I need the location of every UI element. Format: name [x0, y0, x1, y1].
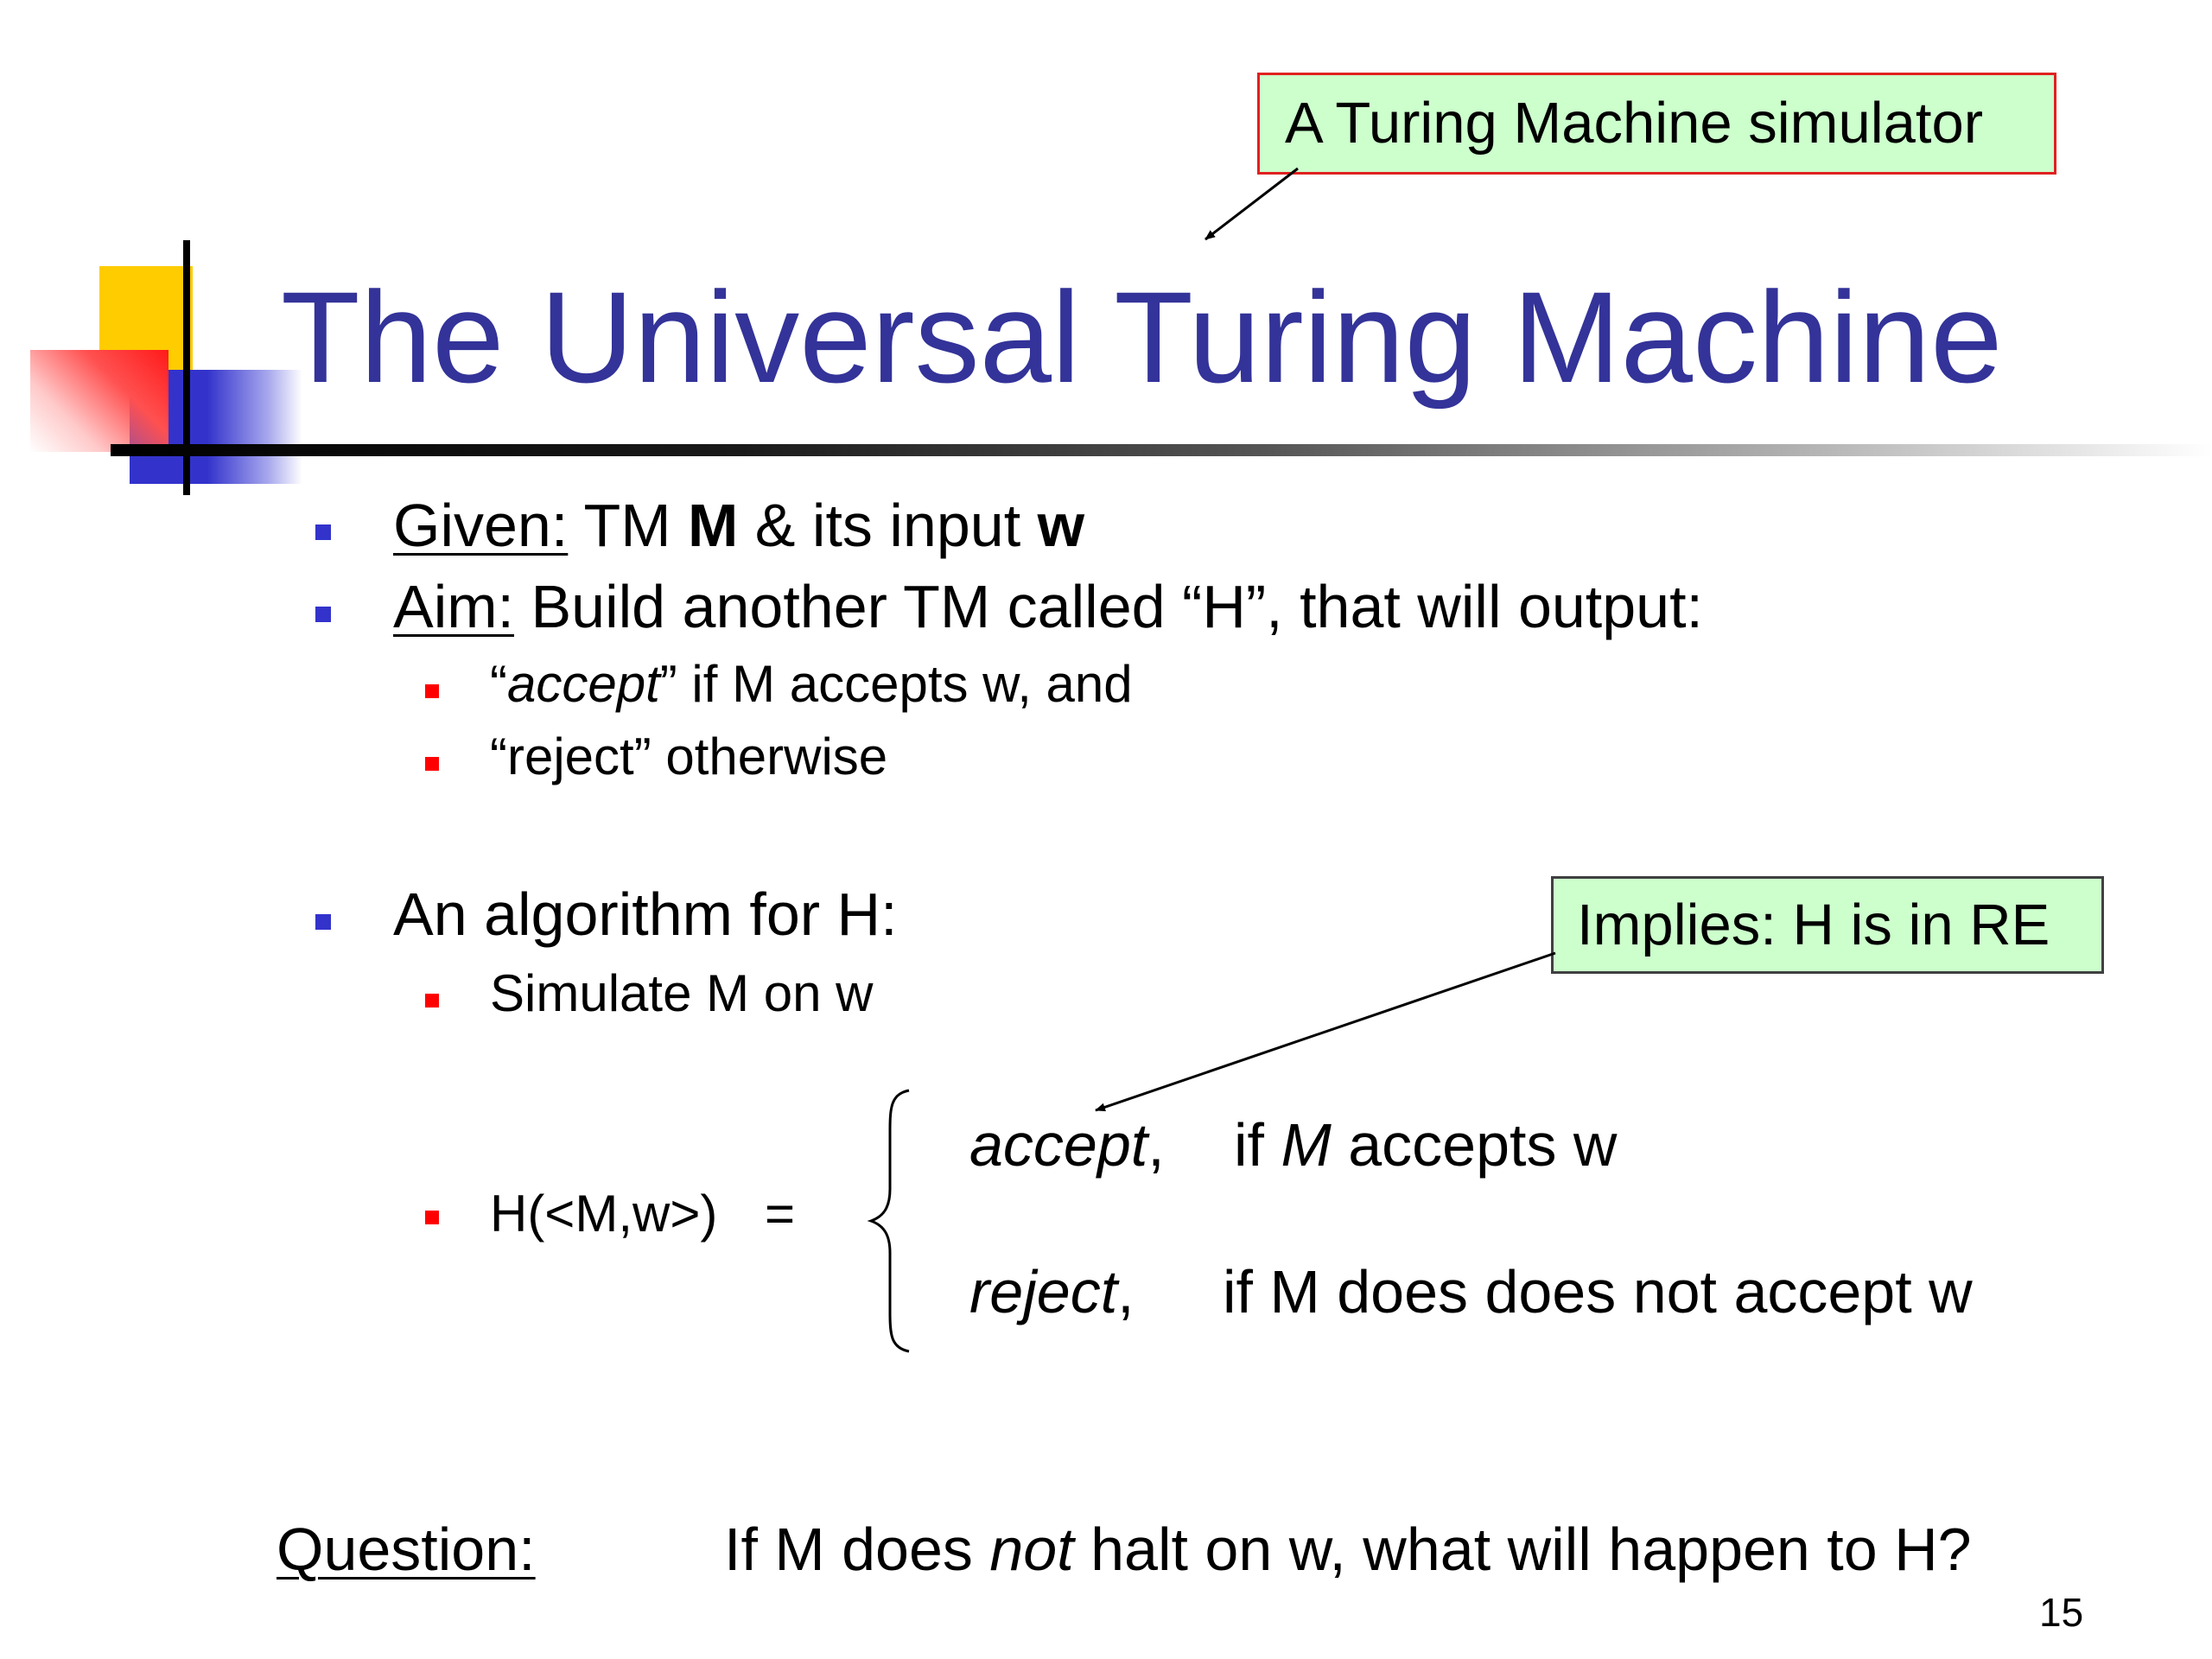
accept-open-quote: “	[490, 655, 507, 713]
callout-simulator: A Turing Machine simulator	[1257, 73, 2056, 175]
bullet-reject-case: “reject” otherwise	[490, 728, 888, 785]
bullet-simulate-marker	[425, 994, 439, 1007]
callout-implies-re: Implies: H is in RE	[1551, 876, 2104, 974]
bullet-reject-marker	[425, 757, 439, 771]
accept-rest: ” if M accepts w, and	[659, 655, 1133, 713]
case-reject: reject,	[969, 1253, 1135, 1331]
question-not: not	[989, 1516, 1074, 1583]
curly-brace	[867, 1089, 910, 1353]
definition-equals: =	[765, 1185, 796, 1243]
case-accept-cond-m: M	[1281, 1111, 1332, 1179]
page-number: 15	[2039, 1590, 2084, 1635]
question-text: If M does not halt on w, what will happe…	[724, 1510, 1972, 1588]
title-deco-red-square	[30, 350, 168, 452]
accept-word: accept	[506, 655, 660, 713]
definition-lhs: H(<M,w>)	[490, 1185, 718, 1243]
bullet-accept-case: “accept” if M accepts w, and	[490, 650, 1133, 719]
aim-text: Build another TM called “H”, that will o…	[514, 573, 1704, 640]
question-label: Question:	[276, 1516, 536, 1583]
bullet-algorithm-marker	[315, 914, 331, 930]
bullet-simulate: Simulate M on w	[490, 964, 874, 1022]
aim-label: Aim:	[393, 573, 514, 640]
arrow-implies-to-accept	[1095, 951, 1556, 1112]
question-post: halt on w, what will happen to H?	[1073, 1516, 1972, 1583]
case-accept-comma: ,	[1147, 1111, 1165, 1179]
case-accept: accept,	[969, 1106, 1165, 1184]
given-label: Given:	[393, 492, 569, 559]
case-reject-comma: ,	[1117, 1258, 1135, 1325]
arrow-simulator-to-title	[1205, 167, 1299, 241]
title-underline-rule	[111, 444, 2212, 456]
bullet-definition-marker	[425, 1211, 439, 1224]
bullet-aim: Aim: Build another TM called “H”, that w…	[393, 568, 1703, 645]
title-deco-vertical-line	[183, 240, 190, 495]
case-accept-word: accept	[969, 1111, 1148, 1179]
case-accept-cond-pre: if	[1234, 1111, 1281, 1179]
case-accept-cond-post: accepts w	[1331, 1111, 1618, 1179]
given-w: w	[1037, 492, 1085, 559]
bullet-accept-marker	[425, 684, 439, 698]
given-text-pre: TM	[568, 492, 689, 559]
question-pre: If M does	[724, 1516, 990, 1583]
given-text-mid: & its input	[738, 492, 1038, 559]
bullet-aim-marker	[315, 607, 331, 622]
case-reject-word: reject	[969, 1258, 1118, 1325]
bullet-algorithm: An algorithm for H:	[393, 880, 898, 948]
slide-title: The Universal Turing Machine	[281, 264, 2003, 410]
bullet-given-marker	[315, 524, 331, 540]
bullet-given: Given: TM M & its input w	[393, 486, 1084, 564]
case-accept-condition: if M accepts w	[1234, 1106, 1617, 1184]
case-reject-condition: if M does does not accept w	[1223, 1258, 1973, 1325]
given-m: M	[688, 492, 739, 559]
